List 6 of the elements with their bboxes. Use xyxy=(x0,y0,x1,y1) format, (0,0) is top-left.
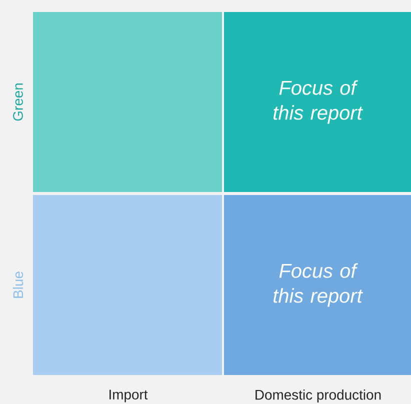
quadrant-box: Focus of this report xyxy=(224,195,411,375)
quadrant-box xyxy=(33,195,222,375)
quadrant-box xyxy=(33,12,222,192)
quadrant-box: Focus of this report xyxy=(224,12,411,192)
column-label: Domestic production xyxy=(256,390,381,402)
column-label: Import xyxy=(110,390,148,402)
